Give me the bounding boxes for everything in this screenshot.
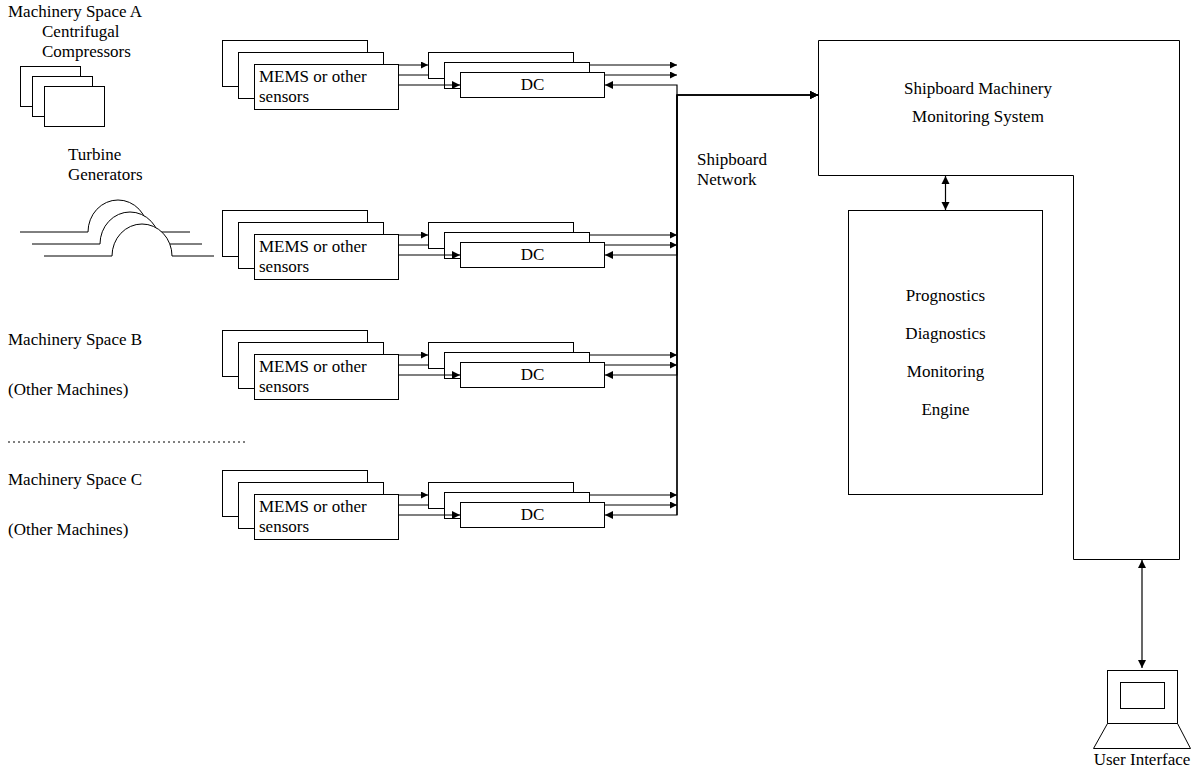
connector	[399, 254, 460, 255]
text-label: (Other Machines)	[8, 520, 208, 540]
node-text: Shipboard Machinery Monitoring System	[888, 75, 1068, 131]
node-text: MEMS or other sensors	[259, 497, 394, 537]
connector	[945, 176, 946, 210]
engine-box: Prognostics Diagnostics Monitoring Engin…	[848, 210, 1043, 495]
sensor-box: MEMS or other sensors	[254, 354, 399, 400]
node-text: MEMS or other sensors	[259, 237, 394, 277]
node-text: User Interface	[1086, 750, 1198, 770]
node-text: DC	[465, 505, 600, 525]
text-label: Turbine Generators	[68, 145, 168, 185]
separator	[8, 442, 245, 443]
node-text: DC	[465, 75, 600, 95]
laptop-icon	[1092, 668, 1192, 750]
node-text: MEMS or other sensors	[259, 67, 394, 107]
node-text: MEMS or other sensors	[259, 357, 394, 397]
dc-box: DC	[460, 72, 605, 98]
text-label: Machinery Space A	[8, 2, 208, 22]
node-text: Prognostics Diagnostics Monitoring Engin…	[891, 277, 1001, 429]
text-label: Machinery Space B	[8, 330, 208, 350]
dc-box: DC	[460, 502, 605, 528]
connector	[605, 85, 818, 95]
connector	[399, 374, 460, 375]
text-label: Shipboard Network	[697, 150, 797, 190]
connector	[605, 95, 818, 375]
user-interface: User Interface	[1086, 668, 1198, 770]
connector	[605, 95, 818, 255]
connector	[399, 84, 460, 85]
node-text: DC	[465, 365, 600, 385]
compressor-icon	[21, 67, 105, 127]
text-label: (Other Machines)	[8, 380, 208, 400]
sensor-box: MEMS or other sensors	[254, 494, 399, 540]
sensor-box: MEMS or other sensors	[254, 234, 399, 280]
node-text: DC	[465, 245, 600, 265]
turbine-icon	[20, 200, 214, 256]
dc-box: DC	[460, 362, 605, 388]
sensor-box: MEMS or other sensors	[254, 64, 399, 110]
connector	[1141, 560, 1142, 668]
text-label: Machinery Space C	[8, 470, 208, 490]
connector	[399, 514, 460, 515]
dc-box: DC	[460, 242, 605, 268]
text-label: Centrifugal Compressors	[42, 22, 162, 62]
connector	[605, 95, 818, 515]
